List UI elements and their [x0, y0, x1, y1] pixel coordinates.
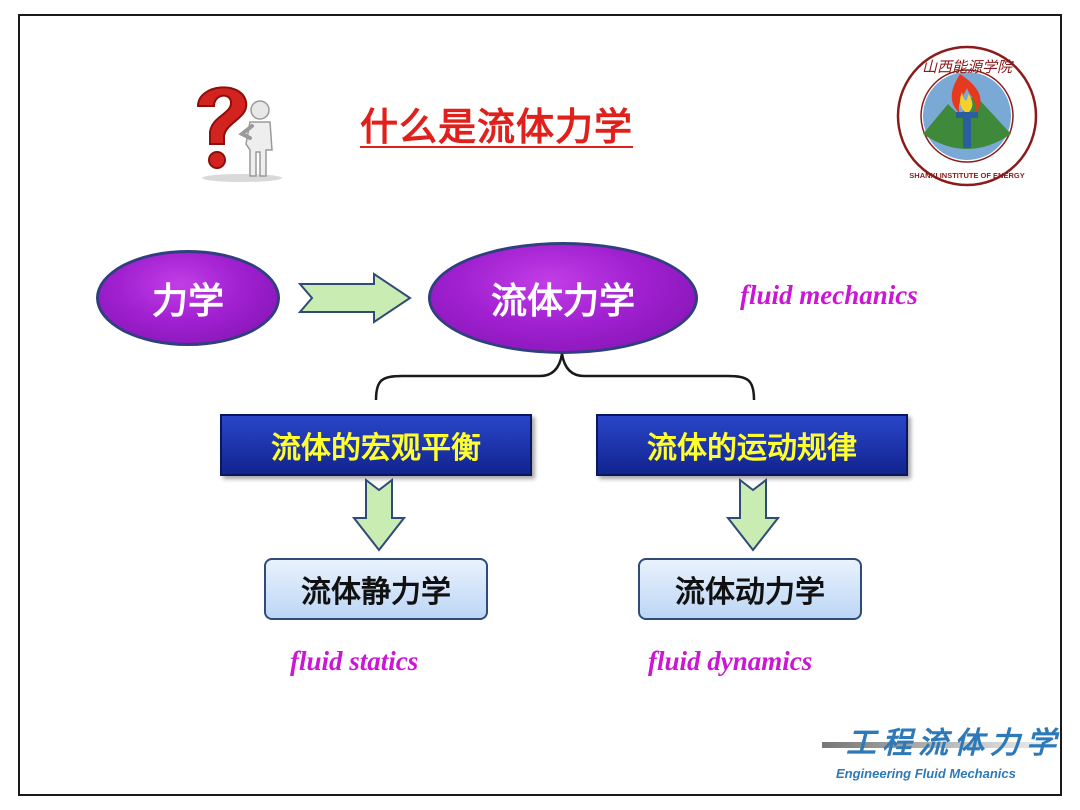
footer-brand-chinese: 工程流体力学 — [846, 726, 1062, 761]
fluid-statics-english: fluid statics — [290, 646, 419, 676]
mechanics-node: 力学 — [96, 250, 280, 346]
fluid-dynamics-box: 流体动力学 — [638, 558, 862, 620]
motion-laws-box: 流体的运动规律 — [596, 414, 908, 476]
down-arrow-icon — [352, 478, 406, 552]
fluid-mechanics-node: 流体力学 — [428, 242, 698, 354]
logo-chinese-text: 山西能源学院 — [922, 58, 1014, 76]
footer-shadow-bar — [822, 742, 1052, 748]
logo-english-text: SHANXI INSTITUTE OF ENERGY — [909, 171, 1024, 180]
fluid-dynamics-english: fluid dynamics — [648, 646, 813, 676]
slide-frame — [18, 14, 1062, 796]
fluid-mechanics-english: fluid mechanics — [740, 280, 918, 310]
school-logo: 山西能源学院 SHANXI INSTITUTE OF ENERGY — [896, 45, 1038, 187]
macro-equilibrium-box: 流体的宏观平衡 — [220, 414, 532, 476]
question-person-icon — [196, 86, 282, 182]
page-title: 什么是流体力学 — [360, 105, 634, 149]
down-arrow-icon — [726, 478, 780, 552]
fluid-statics-box: 流体静力学 — [264, 558, 488, 620]
footer-brand-english: Engineering Fluid Mechanics — [836, 766, 1016, 781]
right-arrow-icon — [298, 272, 412, 324]
curly-brace — [374, 353, 756, 401]
